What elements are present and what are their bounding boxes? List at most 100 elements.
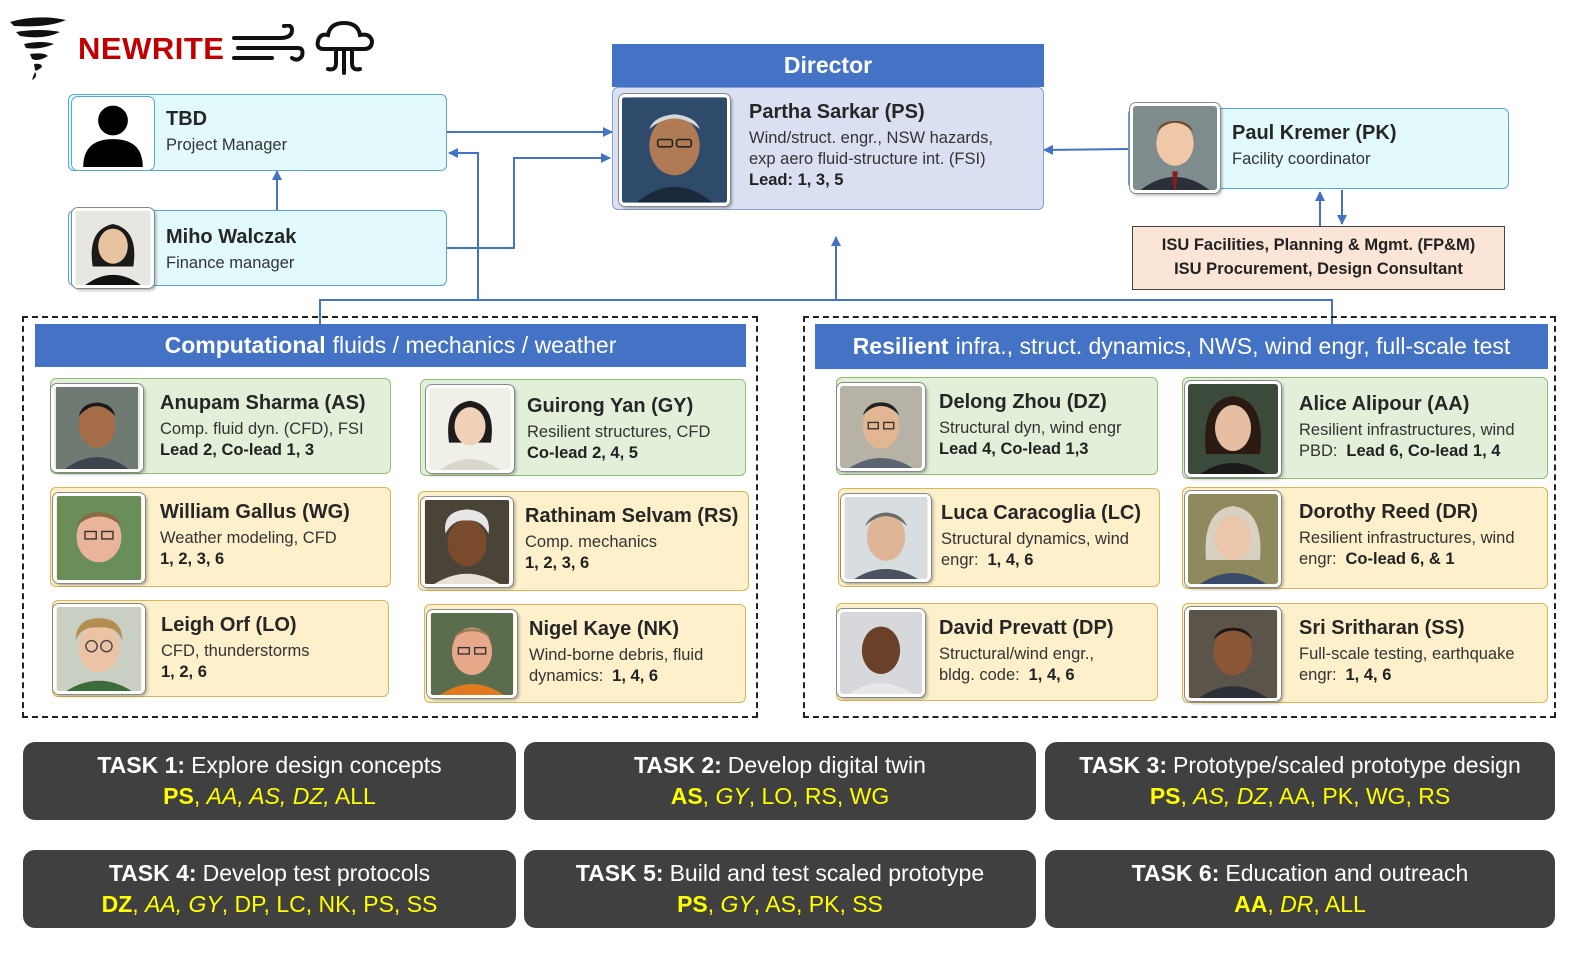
task-box-6: TASK 6:Education and outreach AA, DR, AL… [1045,850,1555,928]
director-photo [619,94,730,206]
member-card-dz: Delong Zhou (DZ) Structural dyn, wind en… [836,377,1158,475]
finance-manager-photo [72,208,154,288]
task-box-4: TASK 4:Develop test protocols DZ, AA, GY… [23,850,516,928]
member-photo-wg [53,493,145,583]
member-role2-dp: bldg. code: [939,665,1020,684]
resilient-group [803,316,1556,718]
member-name-ss: Sri Sritharan (SS) [1299,617,1465,639]
task-colead: AA, AS, DZ, [206,783,330,809]
task-box-1: TASK 1:Explore design concepts PS, AA, A… [23,742,516,820]
member-card-dr: Dorothy Reed (DR) Resilient infrastructu… [1182,487,1548,589]
task-title: Build and test scaled prototype [669,859,985,886]
member-photo-nk [427,610,517,698]
member-name-nk: Nigel Kaye (NK) [529,618,680,640]
task-colead: DR [1280,891,1314,917]
member-lead-nk: 1, 4, 6 [612,666,659,685]
member-lead-lc: 1, 4, 6 [987,550,1034,569]
director-header: Director [612,44,1044,87]
task-others: ALL [1324,891,1366,917]
task-title: Prototype/scaled prototype design [1172,751,1521,778]
task-colead: GY [715,783,749,809]
member-role-lo: CFD, thunderstorms [161,641,310,660]
director-role-line-2: exp aero fluid-structure int. (FSI) [749,149,986,168]
member-card-lo: Leigh Orf (LO) CFD, thunderstorms 1, 2, … [52,600,389,697]
member-card-as: Anupam Sharma (AS) Comp. fluid dyn. (CFD… [50,378,391,474]
task-lead: PS [163,783,194,809]
task-colead: GY [720,891,754,917]
task-others: AS, PK, SS [765,891,883,917]
task-title: Education and outreach [1225,859,1469,886]
member-role-dr: Resilient infrastructures, wind [1299,528,1515,547]
director-name: Partha Sarkar (PS) [749,101,925,123]
member-photo-ss [1185,607,1281,701]
facility-coordinator-role: Facility coordinator [1232,149,1371,168]
member-photo-lo [53,604,145,694]
director-lead: Lead: 1, 3, 5 [749,170,844,189]
member-card-dp: David Prevatt (DP) Structural/wind engr.… [836,603,1158,701]
task-colead: AA, GY [145,891,222,917]
computational-group [22,316,758,718]
task-lead: PS [677,891,708,917]
member-name-lo: Leigh Orf (LO) [161,614,297,636]
task-lead: PS [1149,783,1181,809]
facility-coordinator-photo [1130,103,1220,193]
task-title: Develop test protocols [202,859,431,886]
project-manager-name: TBD [166,108,208,130]
task-others: LO, RS, WG [761,783,890,809]
member-lead-dp: 1, 4, 6 [1028,665,1075,684]
member-role2-nk: dynamics: [529,666,604,685]
wind-icon [232,23,306,75]
member-lead-aa: Lead 6, Co-lead 1, 4 [1346,441,1501,460]
member-role-wg: Weather modeling, CFD [160,528,337,547]
member-lead-gy: Co-lead 2, 4, 5 [527,443,638,462]
member-name-rs: Rathinam Selvam (RS) [525,505,739,527]
resilient-header-rest: infra., struct. dynamics, NWS, wind engr… [955,333,1511,359]
member-role2-aa: PBD: [1299,441,1338,460]
resilient-header-bold: Resilient [852,333,949,359]
task-colead: AS, DZ [1193,783,1268,809]
member-role-aa: Resilient infrastructures, wind [1299,420,1515,439]
project-manager-card: TBD Project Manager [68,94,447,171]
resilient-group-header: Resilient infra., struct. dynamics, NWS,… [815,324,1548,369]
member-role2-ss: engr: [1299,665,1337,684]
fpm-box: ISU Facilities, Planning & Mgmt. (FP&M) … [1132,226,1505,290]
member-role-dp: Structural/wind engr., [939,644,1094,663]
task-others: DP, LC, NK, PS, SS [234,891,438,917]
member-role-dz: Structural dyn, wind engr [939,418,1122,437]
member-photo-gy [426,385,514,473]
member-lead-as: Lead 2, Co-lead 1, 3 [160,440,315,459]
task-label: TASK 1: [97,751,186,778]
task-box-5: TASK 5:Build and test scaled prototype P… [524,850,1036,928]
facility-coordinator-card: Paul Kremer (PK) Facility coordinator [1128,103,1509,193]
task-lead: AS [670,783,703,809]
person-silhouette-icon [72,97,154,170]
member-card-aa: Alice Alipour (AA) Resilient infrastruct… [1182,377,1548,479]
member-card-lc: Luca Caracoglia (LC) Structural dynamics… [838,488,1160,587]
member-photo-as [51,384,143,472]
member-name-dz: Delong Zhou (DZ) [939,391,1107,413]
member-card-ss: Sri Sritharan (SS) Full-scale testing, e… [1182,603,1548,703]
task-title: Explore design concepts [191,751,442,778]
member-name-dp: David Prevatt (DP) [939,617,1114,639]
member-role-nk: Wind-borne debris, fluid [529,645,704,664]
member-role-rs: Comp. mechanics [525,532,658,551]
project-manager-role: Project Manager [166,135,288,154]
computational-header-bold: Computational [164,332,326,358]
logo-text: NEWRITE [78,31,225,66]
task-box-3: TASK 3:Prototype/scaled prototype design… [1045,742,1555,820]
tornado-icon [8,14,70,85]
task-label: TASK 2: [634,751,722,778]
member-name-gy: Guirong Yan (GY) [527,395,694,417]
member-photo-rs [421,497,513,587]
member-lead-ss: 1, 4, 6 [1345,665,1392,684]
director-card: Partha Sarkar (PS) Wind/struct. engr., N… [612,87,1044,210]
member-lead-dz: Lead 4, Co-lead 1,3 [939,439,1089,458]
task-others: AA, PK, WG, RS [1278,783,1451,809]
storm-cloud-icon [314,17,375,82]
task-others: ALL [334,783,376,809]
computational-header-rest: fluids / mechanics / weather [332,332,617,358]
member-lead-wg: 1, 2, 3, 6 [160,549,225,568]
member-card-nk: Nigel Kaye (NK) Wind-borne debris, fluid… [424,604,746,703]
member-lead-dr: Co-lead 6, & 1 [1345,549,1455,568]
task-label: TASK 6: [1131,859,1220,886]
